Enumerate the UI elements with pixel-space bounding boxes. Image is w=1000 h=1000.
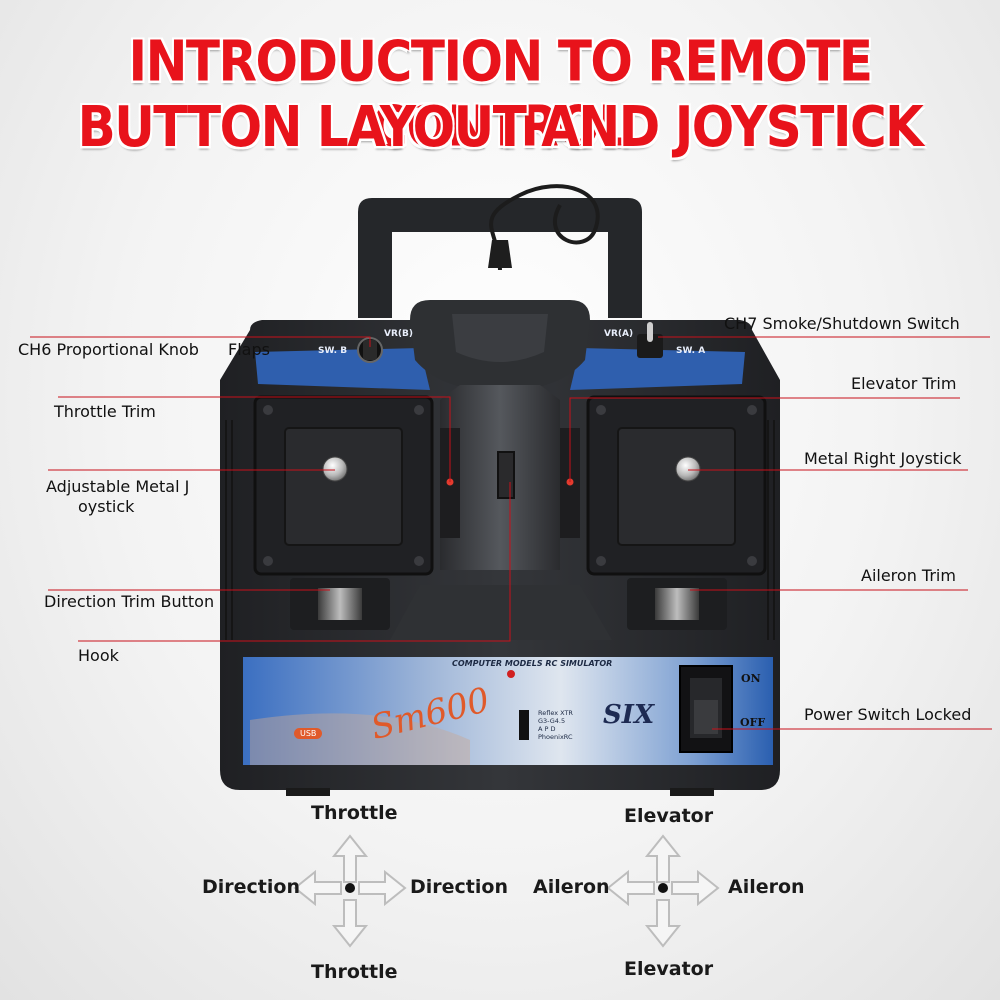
simulator-list: Reflex XTR G3-G4.5 A P D PhoenixRC xyxy=(538,709,573,741)
usb-badge: USB xyxy=(294,728,323,739)
simulator-list-item: G3-G4.5 xyxy=(538,717,566,725)
label-direction-trim-button: Direction Trim Button xyxy=(44,592,215,611)
usb-cable xyxy=(489,184,600,271)
left-switch-panel xyxy=(255,348,430,390)
power-on-label: ON xyxy=(741,672,761,685)
carry-handle xyxy=(358,198,642,318)
label-throttle-trim: Throttle Trim xyxy=(54,402,156,421)
vr-a-label: VR(A) xyxy=(604,329,634,339)
power-off-label: OFF xyxy=(740,716,766,729)
simulator-list-item: Reflex XTR xyxy=(538,709,573,717)
page-title-line-2: BUTTON LAYOUT AND JOYSTICK xyxy=(77,94,924,160)
left-axis-down-label: Throttle xyxy=(311,961,398,983)
right-arrow-icon xyxy=(358,869,407,907)
label-aileron-trim: Aileron Trim xyxy=(861,566,956,585)
neck-strap-hook[interactable] xyxy=(497,451,515,499)
simulator-list-item: A P D xyxy=(538,725,556,733)
ch7-toggle-switch[interactable] xyxy=(637,334,663,358)
left-arrow-icon xyxy=(293,869,342,907)
right-axis-down-label: Elevator xyxy=(624,958,714,980)
simulator-caption: COMPUTER MODELS RC SIMULATOR xyxy=(452,659,613,668)
label-hook: Hook xyxy=(78,646,119,665)
label-flaps: Flaps xyxy=(228,340,270,359)
right-switch-panel xyxy=(570,348,745,390)
vr-b-label: VR(B) xyxy=(384,329,413,339)
label-power-switch-locked: Power Switch Locked xyxy=(804,705,972,724)
right-arrow-icon xyxy=(671,869,720,907)
label-elevator-trim: Elevator Trim xyxy=(851,374,957,393)
right-joystick[interactable] xyxy=(675,456,701,482)
pointer-lines xyxy=(30,336,992,730)
direction-trim-button[interactable] xyxy=(318,588,362,620)
sw-b-label: SW. B xyxy=(318,346,348,356)
aileron-trim-button[interactable] xyxy=(655,588,699,620)
left-joystick[interactable] xyxy=(322,456,348,482)
label-adjustable-metal-joystick: Adjustable Metal J xyxy=(46,477,190,496)
up-arrow-icon xyxy=(644,834,682,883)
left-axis-right-label: Direction xyxy=(410,876,508,898)
label-metal-right-joystick: Metal Right Joystick xyxy=(804,449,962,468)
down-arrow-icon xyxy=(644,899,682,948)
down-arrow-icon xyxy=(331,899,369,948)
up-arrow-icon xyxy=(331,834,369,883)
label-ch7-smoke-shutdown-switch: CH7 Smoke/Shutdown Switch xyxy=(724,314,960,333)
left-axis-up-label: Throttle xyxy=(311,802,398,824)
page-title-line-1: INTRODUCTION TO REMOTE CONTROL xyxy=(128,29,873,159)
right-axis-left-label: Aileron xyxy=(533,876,610,898)
left-axis-left-label: Direction xyxy=(202,876,300,898)
right-stick-direction-cross xyxy=(606,834,720,948)
right-axis-up-label: Elevator xyxy=(624,805,714,827)
right-axis-right-label: Aileron xyxy=(728,876,805,898)
brand-logo: SIX xyxy=(603,700,655,730)
left-stick-direction-cross xyxy=(293,834,407,948)
label-adjustable-metal-joystick-cont: oystick xyxy=(78,497,135,516)
left-arrow-icon xyxy=(606,869,655,907)
sw-a-label: SW. A xyxy=(676,346,706,356)
simulator-list-item: PhoenixRC xyxy=(538,733,573,741)
label-ch6-proportional-knob: CH6 Proportional Knob xyxy=(18,340,199,359)
